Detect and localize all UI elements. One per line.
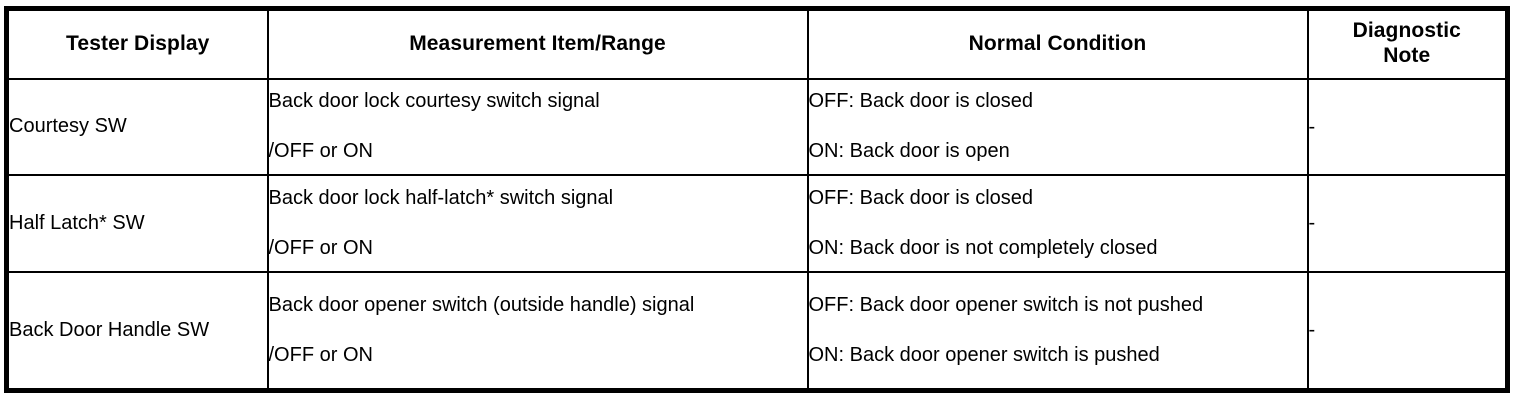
column-header-tester-display: Tester Display bbox=[5, 7, 269, 80]
column-header-normal-condition: Normal Condition bbox=[806, 7, 1309, 80]
column-header-diagnostic-note: Diagnostic Note bbox=[1306, 7, 1509, 80]
table-row: Courtesy SW Back door lock courtesy swit… bbox=[5, 77, 1509, 177]
normal-condition-off-text: OFF: Back door is closed bbox=[808, 186, 1034, 209]
normal-condition-on-text: ON: Back door opener switch is pushed bbox=[808, 343, 1160, 366]
diagnostic-note-value: - bbox=[1308, 319, 1316, 342]
diagnostic-note-value: - bbox=[1308, 115, 1316, 138]
measurement-item-text: Back door lock half-latch* switch signal bbox=[268, 186, 614, 209]
table-row: Back Door Handle SW Back door opener swi… bbox=[5, 270, 1509, 392]
cell-measurement-item-range: Back door opener switch (outside handle)… bbox=[266, 270, 809, 392]
normal-condition-on-text: ON: Back door is open bbox=[808, 140, 1010, 163]
measurement-range-text: /OFF or ON bbox=[268, 140, 373, 163]
cell-normal-condition: OFF: Back door is closed ON: Back door i… bbox=[806, 77, 1309, 177]
measurement-range-text: /OFF or ON bbox=[268, 236, 373, 259]
diagnostic-note-value: - bbox=[1308, 212, 1316, 235]
measurement-range-text: /OFF or ON bbox=[268, 343, 373, 366]
normal-condition-off-text: OFF: Back door is closed bbox=[808, 90, 1034, 113]
cell-tester-display: Back Door Handle SW bbox=[5, 270, 269, 392]
cell-measurement-item-range: Back door lock half-latch* switch signal… bbox=[266, 174, 809, 273]
tester-display-spec-table: Tester Display Measurement Item/Range No… bbox=[4, 6, 1510, 393]
normal-condition-on-text: ON: Back door is not completely closed bbox=[808, 236, 1158, 259]
cell-diagnostic-note: - bbox=[1306, 77, 1509, 177]
cell-normal-condition: OFF: Back door opener switch is not push… bbox=[806, 270, 1309, 392]
table-row: Half Latch* SW Back door lock half-latch… bbox=[5, 174, 1509, 273]
column-header-measurement-item-range: Measurement Item/Range bbox=[266, 7, 809, 80]
cell-tester-display: Courtesy SW bbox=[5, 77, 269, 177]
cell-normal-condition: OFF: Back door is closed ON: Back door i… bbox=[806, 174, 1309, 273]
cell-diagnostic-note: - bbox=[1306, 270, 1509, 392]
cell-tester-display: Half Latch* SW bbox=[5, 174, 269, 273]
cell-measurement-item-range: Back door lock courtesy switch signal /O… bbox=[266, 77, 809, 177]
normal-condition-off-text: OFF: Back door opener switch is not push… bbox=[808, 293, 1204, 316]
table-header-row: Tester Display Measurement Item/Range No… bbox=[5, 7, 1509, 80]
measurement-item-text: Back door lock courtesy switch signal bbox=[268, 90, 600, 113]
cell-diagnostic-note: - bbox=[1306, 174, 1509, 273]
measurement-item-text: Back door opener switch (outside handle)… bbox=[268, 293, 695, 316]
